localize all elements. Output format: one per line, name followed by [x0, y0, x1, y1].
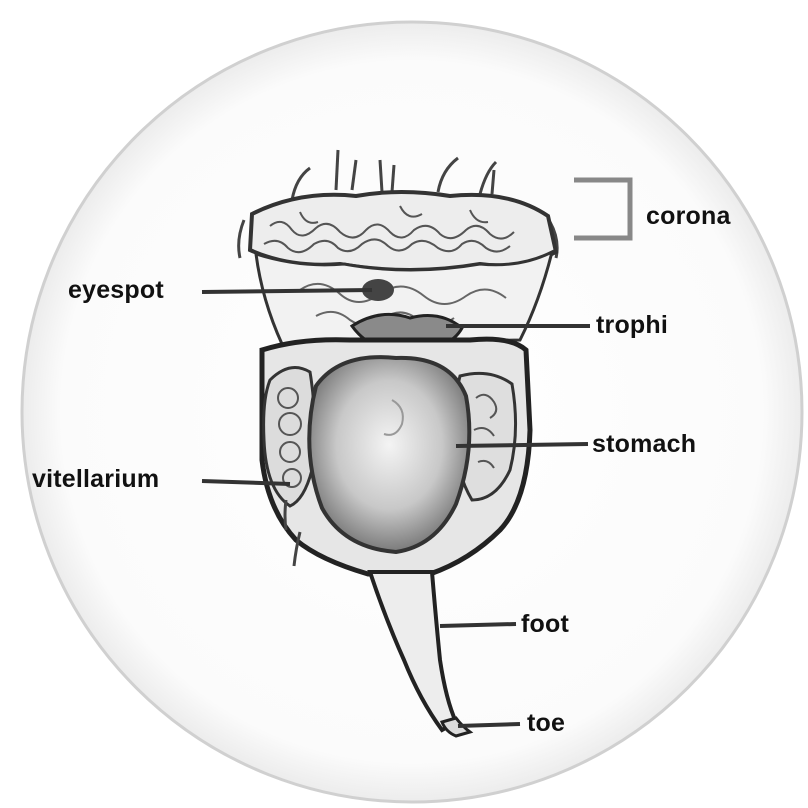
label-stomach: stomach — [592, 432, 696, 457]
stomach-leader — [456, 444, 588, 446]
eyespot-leader — [202, 290, 372, 292]
toe-leader — [458, 724, 520, 726]
label-vitellarium: vitellarium — [32, 467, 159, 492]
label-corona: corona — [646, 204, 731, 229]
stomach-shape — [309, 357, 469, 552]
label-trophi: trophi — [596, 313, 668, 338]
label-eyespot: eyespot — [68, 278, 164, 303]
label-toe: toe — [527, 711, 565, 736]
label-foot: foot — [521, 612, 569, 637]
foot-leader — [440, 624, 516, 626]
corona-shape — [250, 192, 556, 270]
